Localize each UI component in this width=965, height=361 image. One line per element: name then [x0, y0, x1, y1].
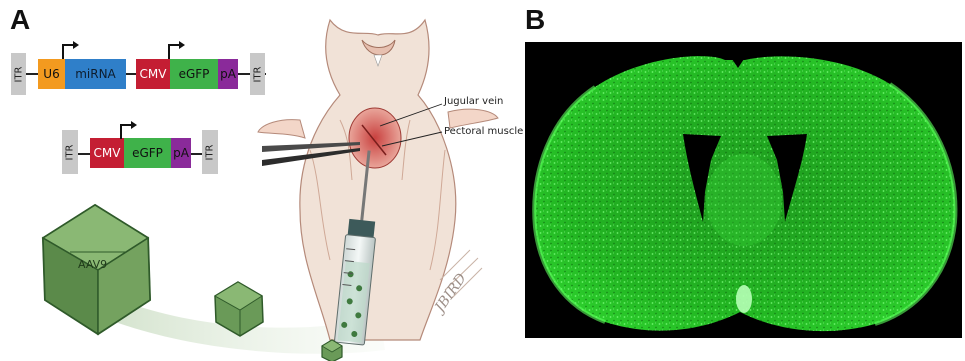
pectoral-muscle-label: Pectoral muscle	[444, 126, 523, 137]
cmv-promoter-2: CMV	[90, 138, 124, 168]
gfp-fluorescent-brain-section	[525, 42, 962, 338]
cmv-transcription-arrow-icon-2	[118, 120, 138, 140]
u6-transcription-arrow-icon	[60, 40, 80, 60]
polya-signal-1: pA	[218, 59, 238, 89]
egfp-gene-1: eGFP	[170, 59, 218, 89]
mirna-element: miRNA	[65, 59, 126, 89]
polya-signal-2: pA	[171, 138, 191, 168]
brain-section-micrograph	[525, 42, 962, 338]
jugular-vein-label: Jugular vein	[444, 96, 503, 107]
u6-promoter: U6	[38, 59, 65, 89]
construct-1-itr-left: ITR	[11, 53, 26, 95]
construct-1-itr-right: ITR	[250, 53, 265, 95]
mouse-illustration	[258, 20, 498, 340]
construct-2-itr-left: ITR	[62, 130, 78, 174]
virus-label: AAV9	[78, 258, 107, 271]
bright-ventral-spot	[736, 285, 752, 313]
cmv-transcription-arrow-icon-1	[166, 40, 186, 60]
cmv-promoter-1: CMV	[136, 59, 170, 89]
egfp-gene-2: eGFP	[124, 138, 171, 168]
construct-2-itr-right: ITR	[202, 130, 218, 174]
panel-label-b: B	[525, 6, 545, 34]
